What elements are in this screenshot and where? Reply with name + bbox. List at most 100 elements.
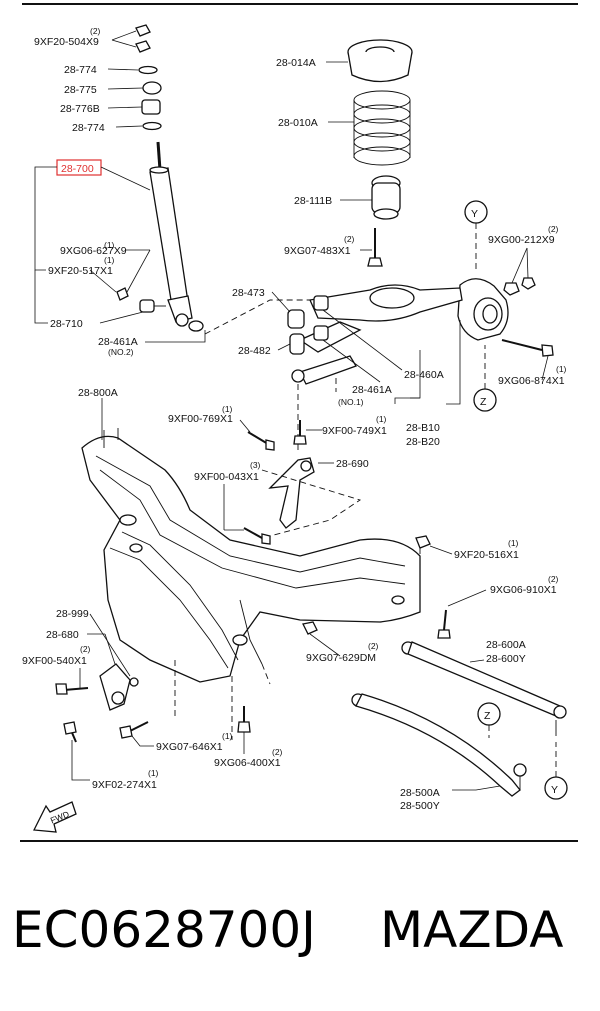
label-9XG06-627X9: 9XG06-627X9	[60, 245, 127, 257]
label-28-700: 28-700	[61, 163, 94, 175]
bushing-461A-no1	[291, 295, 329, 383]
bolt-874	[501, 339, 554, 381]
spring-seat-014A	[347, 39, 413, 83]
label-28-460A: 28-460A	[404, 369, 444, 381]
label-28-461A-no2: 28-461A	[98, 336, 138, 348]
lateral-link-460A	[298, 284, 463, 385]
part-28-700-highlight	[56, 159, 102, 176]
label-9XF00-749X1: 9XF00-749X1	[322, 425, 387, 437]
washer-774-top	[138, 65, 158, 75]
callout-Y-top-text: Y	[471, 208, 478, 220]
label-9XF00-769X1: 9XF00-769X1	[168, 413, 233, 425]
label-28-111B: 28-111B	[294, 195, 332, 207]
qty-769: (1)	[222, 404, 233, 414]
label-9XG07-483X1: 9XG07-483X1	[284, 245, 351, 257]
label-28-800A: 28-800A	[78, 387, 118, 399]
label-28-680: 28-680	[46, 629, 79, 641]
callout-Y-bottom-text: Y	[551, 784, 558, 796]
label-28-774-bottom: 28-774	[72, 122, 105, 134]
brand-name: MAZDA	[380, 901, 564, 959]
label-28-710: 28-710	[50, 318, 83, 330]
bolt-517	[89, 269, 129, 301]
label-9XF20-517X1: 9XF20-517X1	[48, 265, 113, 277]
label-28-774-top: 28-774	[64, 64, 97, 76]
label-9XG06-910X1: 9XG06-910X1	[490, 584, 557, 596]
label-9XF00-043X1: 9XF00-043X1	[194, 471, 259, 483]
bolt-710	[99, 299, 166, 324]
lower-arm-500	[351, 693, 527, 797]
bolt-483	[360, 228, 383, 267]
label-28-500A: 28-500A	[400, 787, 440, 799]
bolt-043	[223, 484, 271, 545]
bolt-769	[239, 419, 275, 451]
qty-043: (3)	[250, 460, 261, 470]
label-28-014A: 28-014A	[276, 57, 316, 69]
label-28-473: 28-473	[232, 287, 265, 299]
label-28-B20: 28-B20	[406, 436, 440, 448]
parts-diagram: (2) 9XF20-504X9 28-774 28-775 28-776B 28…	[20, 3, 578, 842]
part-number: EC0628700J	[12, 901, 316, 959]
qty-874: (1)	[556, 364, 567, 374]
label-28-999: 28-999	[56, 608, 89, 620]
qty-749: (1)	[376, 414, 387, 424]
label-9XG00-212X9: 9XG00-212X9	[488, 234, 555, 246]
label-9XF20-504X9: 9XF20-504X9	[34, 36, 99, 48]
label-28-461A-no1: 28-461A	[352, 384, 392, 396]
coil-spring-010A	[353, 90, 411, 166]
bump-stop-111B	[371, 175, 401, 220]
caption: EC0628700J MAZDA	[0, 900, 600, 970]
label-28-775: 28-775	[64, 84, 97, 96]
qty-646: (1)	[222, 731, 233, 741]
bolt-400	[237, 706, 251, 754]
nut-516	[415, 535, 453, 555]
label-9XG07-646X1: 9XG07-646X1	[156, 741, 223, 753]
qty-504: (2)	[90, 26, 101, 36]
qty-516: (1)	[508, 538, 519, 548]
qty-910: (2)	[548, 574, 559, 584]
subframe	[81, 428, 421, 683]
bracket-690	[268, 457, 334, 529]
qty-627: (1)	[104, 240, 115, 250]
nut-212	[503, 247, 536, 296]
qty-540: (2)	[80, 644, 91, 654]
label-9XG06-400X1: 9XG06-400X1	[214, 757, 281, 769]
bolt-646	[119, 721, 154, 747]
label-9XF02-274X1: 9XF02-274X1	[92, 779, 157, 791]
bolt-540	[55, 668, 89, 695]
bolt-910	[437, 589, 487, 639]
label-28-010A: 28-010A	[278, 117, 318, 129]
nut-629	[302, 621, 341, 657]
label-9XG07-629DM: 9XG07-629DM	[306, 652, 376, 664]
nut-pair-504	[111, 24, 151, 53]
label-28-600A: 28-600A	[486, 639, 526, 651]
washer-774-bottom	[142, 121, 162, 131]
callout-Z-bottom-text: Z	[484, 710, 491, 722]
label-9XG06-874X1: 9XG06-874X1	[498, 375, 565, 387]
qty-629: (2)	[368, 641, 379, 651]
fwd-arrow-icon	[32, 801, 77, 833]
label-28-B10: 28-B10	[406, 422, 440, 434]
bolt-274	[63, 721, 90, 781]
bracket-680	[87, 633, 139, 711]
bushing-775	[142, 81, 162, 95]
bushing-461A-no2	[145, 320, 206, 343]
label-9XF00-540X1: 9XF00-540X1	[22, 655, 87, 667]
knuckle	[457, 278, 509, 341]
qty-400: (2)	[272, 747, 283, 757]
qty-212: (2)	[548, 224, 559, 234]
label-9XF20-516X1: 9XF20-516X1	[454, 549, 519, 561]
lower-arm-600	[401, 641, 567, 736]
bushing-482	[277, 333, 305, 355]
label-28-500Y: 28-500Y	[400, 800, 440, 812]
label-28-600Y: 28-600Y	[486, 653, 526, 665]
bushing-473	[271, 291, 305, 329]
label-28-482: 28-482	[238, 345, 271, 357]
label-no2: (NO.2)	[108, 347, 134, 357]
label-28-776B: 28-776B	[60, 103, 100, 115]
qty-274: (1)	[148, 768, 159, 778]
label-no1: (NO.1)	[338, 397, 364, 407]
qty-517: (1)	[104, 255, 115, 265]
shock-absorber	[149, 141, 193, 327]
bolt-749	[293, 420, 322, 445]
callout-Z-top-text: Z	[480, 396, 487, 408]
